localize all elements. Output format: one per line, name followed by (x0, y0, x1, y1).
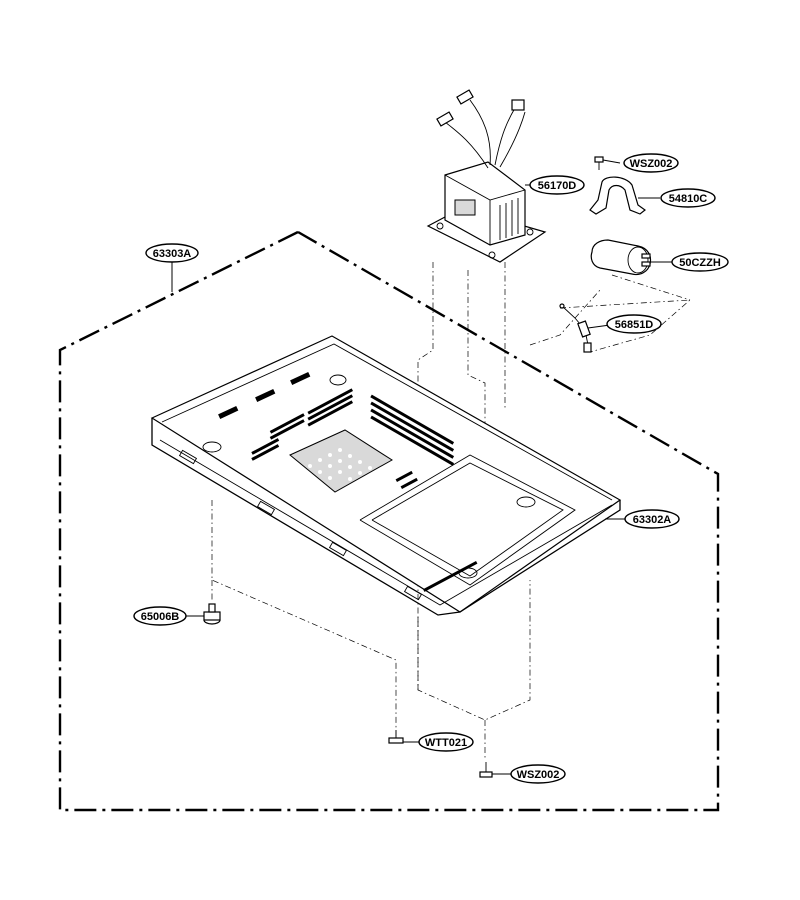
callout-63303A: 63303A (145, 243, 199, 263)
callout-63302A: 63302A (624, 509, 680, 529)
callout-label-WTT021: WTT021 (425, 737, 467, 749)
callout-56170D: 56170D (529, 175, 585, 195)
screw-bottom (479, 762, 493, 778)
callout-50CZZH: 50CZZH (671, 252, 729, 272)
transformer (426, 89, 547, 263)
callout-label-65006B: 65006B (141, 611, 180, 623)
callout-label-63302A: 63302A (633, 514, 672, 526)
capacitor-bracket (589, 176, 646, 215)
callout-label-56851D: 56851D (615, 319, 654, 331)
callout-WSZ002-bottom: WSZ002 (510, 764, 566, 784)
callout-label-WSZ002-top: WSZ002 (630, 158, 673, 170)
callout-65006B: 65006B (133, 606, 187, 626)
callout-label-WSZ002-bottom: WSZ002 (517, 769, 560, 781)
base-plate (150, 335, 622, 616)
callout-label-63303A: 63303A (153, 248, 192, 260)
callout-label-56170D: 56170D (538, 180, 577, 192)
assembly-boundary (58, 230, 720, 812)
screw-wtt021 (388, 730, 404, 744)
capacitor (590, 239, 652, 276)
foot (203, 603, 221, 625)
screw-top (594, 156, 604, 170)
callout-WSZ002-top: WSZ002 (623, 153, 679, 173)
callout-56851D: 56851D (606, 314, 662, 334)
callout-54810C: 54810C (660, 188, 716, 208)
callout-label-54810C: 54810C (669, 193, 708, 205)
callout-label-50CZZH: 50CZZH (679, 257, 721, 269)
callout-WTT021: WTT021 (418, 732, 474, 752)
diode (559, 303, 592, 353)
